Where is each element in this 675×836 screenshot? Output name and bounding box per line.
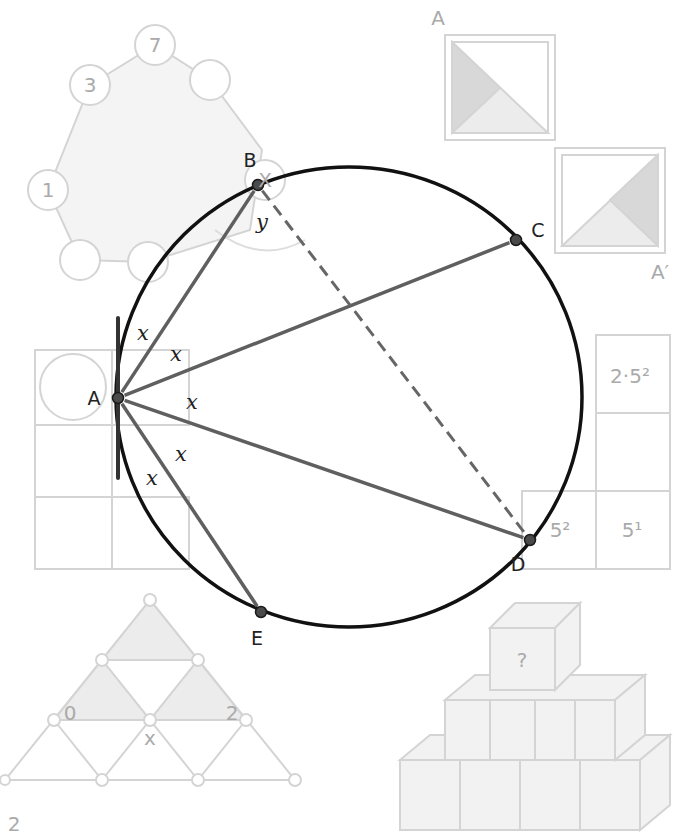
puzzle-label: x [144,726,156,750]
puzzle-label: 5² [550,518,571,542]
puzzle-label: ? [517,648,528,672]
point-label: C [531,219,544,241]
point-label: A [88,387,101,409]
point-node: E [254,605,268,619]
puzzle-label: A′ [651,260,669,284]
puzzle-label: 7 [149,33,162,57]
angle-label: x [175,442,187,466]
angle-label: y [256,210,268,234]
point-dot [111,391,125,405]
puzzle-label: X [258,168,272,192]
point-label: E [251,627,263,649]
segment-line [262,191,525,535]
point-node: A [111,391,125,405]
puzzle-label: 5¹ [622,518,643,542]
point-dot [254,605,268,619]
puzzle-label: 2 [8,812,21,836]
point-label: B [243,149,256,171]
angle-label: x [137,321,149,345]
angle-label: x [170,342,182,366]
segment-line [125,243,510,396]
angle-label: x [146,466,158,490]
puzzle-label: 2·5² [610,364,650,388]
point-dot [509,233,523,247]
point-node: D [523,533,537,547]
puzzle-label: A [431,6,445,30]
puzzle-label: 0 [64,701,77,725]
angle-label: x [186,390,198,414]
segment-line [122,191,254,392]
puzzle-label: 3 [84,73,97,97]
segment-line [122,404,257,606]
segment-line [125,400,524,537]
puzzle-label: 2 [226,701,239,725]
point-dot [523,533,537,547]
puzzle-label: 1 [42,178,55,202]
point-label: D [511,553,526,575]
point-node: C [509,233,523,247]
